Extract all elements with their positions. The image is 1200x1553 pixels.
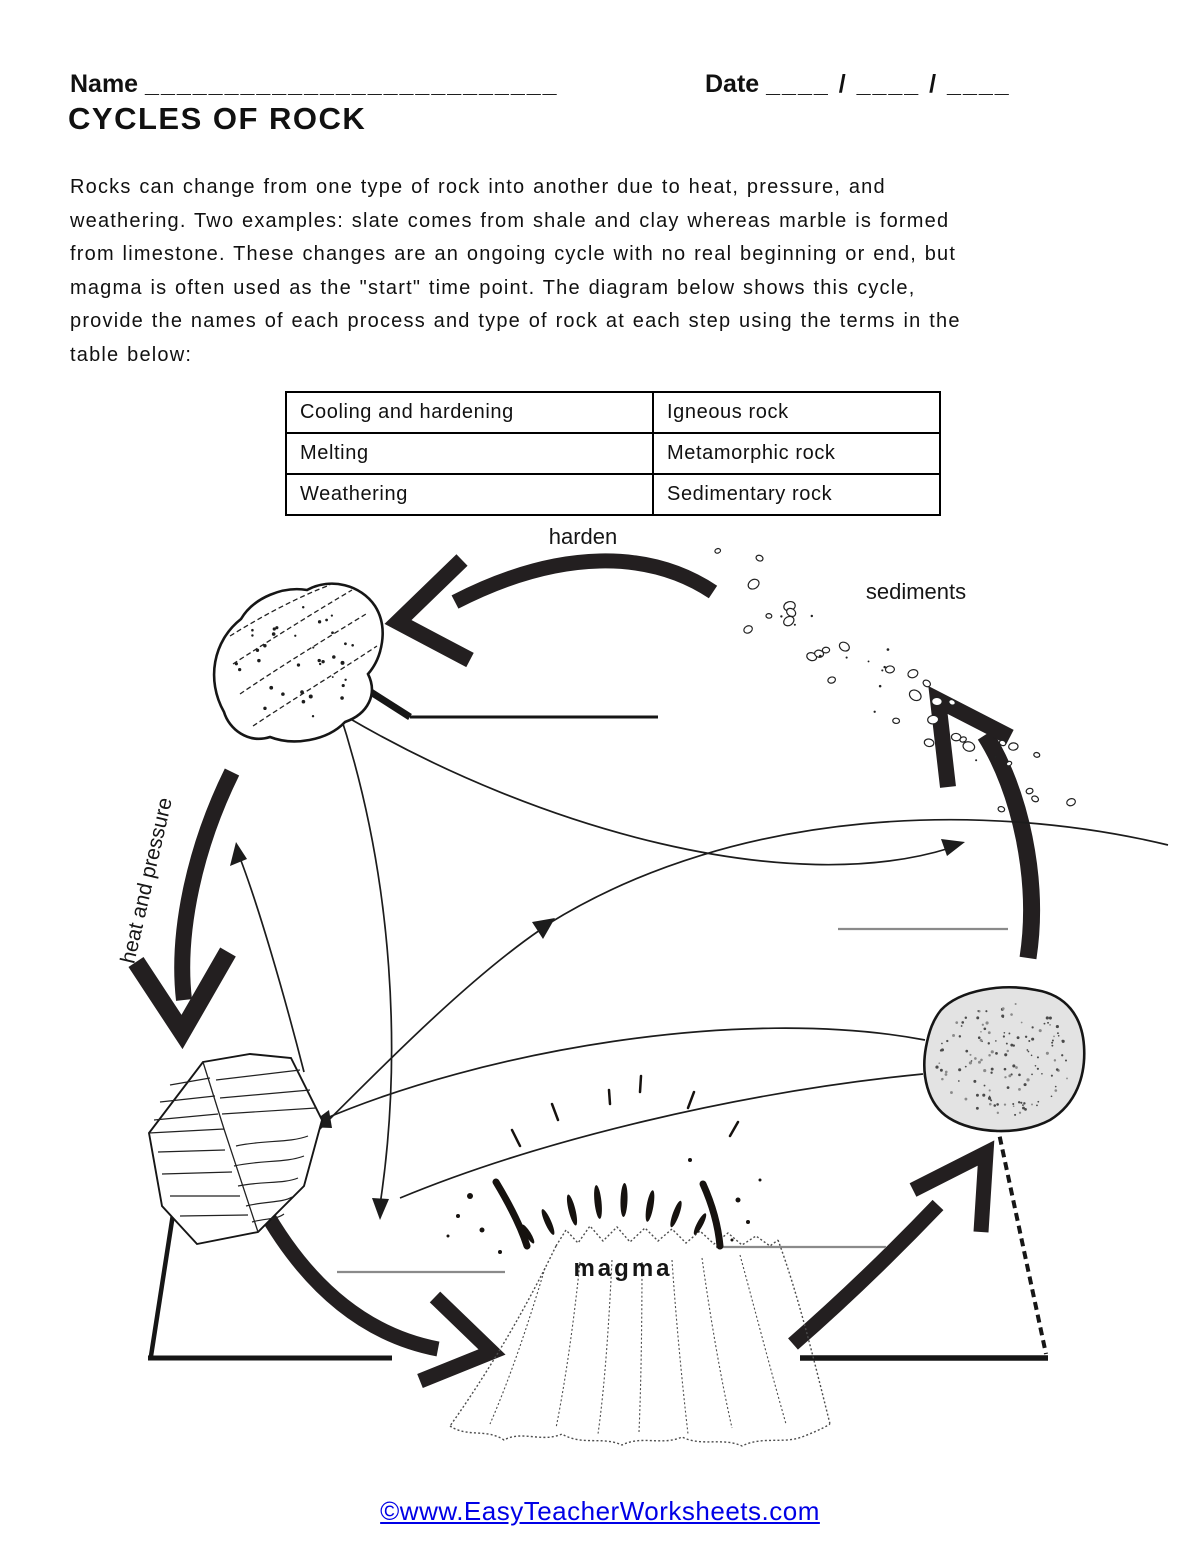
volcano-illustration [446, 1074, 831, 1447]
thin-arrowheads [230, 839, 965, 1220]
process-cell: Melting [285, 432, 654, 475]
eruption-ticks [510, 1074, 740, 1148]
harden-arrow [384, 553, 718, 668]
rock-cell: Metamorphic rock [652, 432, 941, 475]
sedimentary-rock-illustration [923, 986, 1086, 1133]
eruption-splashes [446, 1158, 762, 1254]
name-label: Name [70, 70, 139, 98]
intro-line: table below: [70, 343, 193, 366]
date-blank-line: ____ / ____ / ____ [766, 70, 1011, 98]
page-title: CYCLES OF ROCK [68, 101, 367, 136]
name-blank-line: __________________________ [145, 70, 559, 98]
process-cell: Weathering [285, 473, 654, 516]
heat-and-pressure-label: heat and pressure [116, 795, 176, 965]
magma-label: magma [573, 1255, 672, 1282]
igneous-rock-illustration [212, 582, 384, 743]
sediments-pebbles [714, 547, 1076, 813]
metamorphic-to-magma-arrow [255, 1202, 506, 1388]
metamorphic-rock-illustration [147, 1053, 324, 1246]
table-row: Weathering Sedimentary rock [285, 473, 941, 516]
eruption-streaks [492, 1178, 724, 1250]
credit-link[interactable]: ©www.EasyTeacherWorksheets.com [380, 1496, 820, 1526]
terms-table: Cooling and hardening Igneous rock Melti… [285, 391, 941, 516]
intro-line: from limestone. These changes are an ong… [70, 243, 957, 266]
igneous-rock-speckles [234, 605, 354, 718]
sediments-label: sediments [866, 579, 966, 604]
table-row: Cooling and hardening Igneous rock [285, 391, 941, 434]
table-row: Melting Metamorphic rock [285, 432, 941, 475]
sedimentary-rock-stipple [935, 1002, 1068, 1116]
intro-line: provide the names of each process and ty… [70, 310, 961, 333]
thin-process-arrows [239, 707, 1169, 1206]
process-cell: Cooling and hardening [285, 391, 654, 434]
harden-label: harden [549, 524, 618, 549]
magma-to-rock-arrow [788, 1140, 995, 1350]
intro-line: Rocks can change from one type of rock i… [70, 176, 886, 198]
rock-cell: Igneous rock [652, 391, 941, 434]
intro-line: magma is often used as the "start" time … [70, 276, 916, 299]
date-label: Date [705, 70, 760, 98]
footer: ©www.EasyTeacherWorksheets.com [0, 1496, 1200, 1527]
intro-line: weathering. Two examples: slate comes fr… [70, 209, 950, 232]
intro-paragraph: Rocks can change from one type of rock i… [70, 171, 961, 373]
rock-cell: Sedimentary rock [652, 473, 941, 516]
heat-and-pressure-arrow [128, 768, 240, 1050]
header-row: Name __________________________ Date ___… [70, 70, 1150, 99]
date-group: Date ____ / ____ / ____ [705, 70, 1011, 99]
